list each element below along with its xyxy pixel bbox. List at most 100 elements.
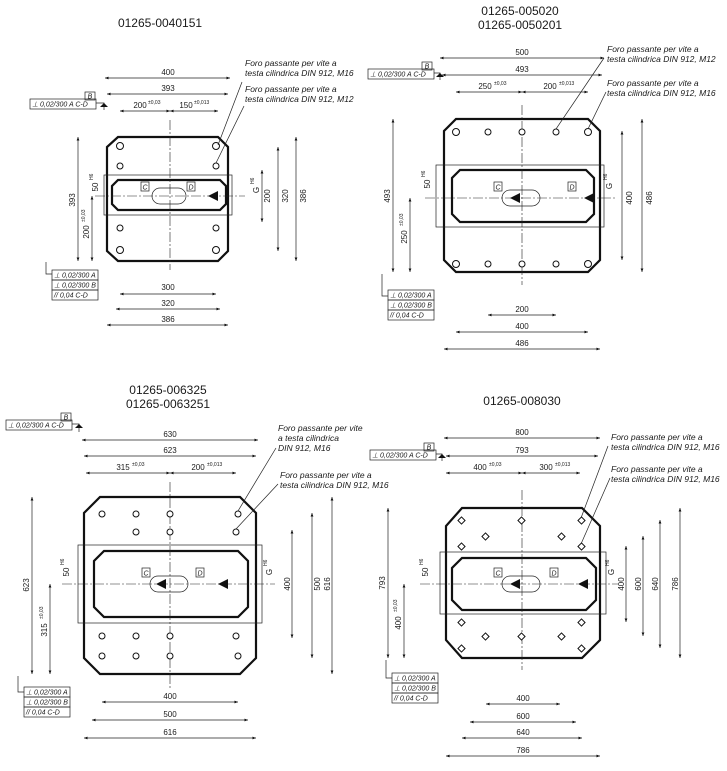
dim-left-height: 393: [68, 193, 77, 207]
dim-right-a: 200: [263, 189, 272, 203]
dim-top-inner: 393: [161, 84, 175, 93]
svg-text:// 0,04 C-D: // 0,04 C-D: [393, 696, 428, 703]
dim-hole-left: 250: [478, 82, 492, 91]
tolerance-frame-top: B ⊥ 0,02/300 A C-D: [5, 412, 83, 432]
svg-text:⊥ 0,02/300 A: ⊥ 0,02/300 A: [394, 676, 436, 683]
dim-hole-left-tol: ±0,03: [489, 462, 502, 468]
dim-thread: G: [607, 569, 616, 575]
plate-outline: [444, 506, 602, 660]
dim-bottom-b: 320: [161, 299, 175, 308]
dim-slot-tol: H6: [60, 558, 66, 565]
slot-frame: [450, 168, 596, 224]
hole-note-lower-line2: testa cilindrica DIN 912, M16: [607, 88, 716, 98]
hole-note-upper-line1: Foro passante per vite: [278, 423, 363, 433]
plate-outline: [105, 135, 230, 263]
dim-thread-tol: H6: [263, 559, 269, 566]
svg-text:⊥ 0,02/300 B: ⊥ 0,02/300 B: [390, 303, 432, 310]
dim-top-outer: 800: [515, 428, 529, 437]
dim-hole-left-tol: ±0,03: [494, 81, 507, 87]
hole-note-upper-line2: testa cilindrica DIN 912, M16: [611, 442, 720, 452]
svg-text:// 0,04 C-D: // 0,04 C-D: [389, 313, 424, 320]
svg-text:⊥ 0,02/300 A C-D: ⊥ 0,02/300 A C-D: [8, 423, 64, 430]
svg-text:B: B: [64, 415, 69, 422]
drawing-01265-008030: 01265-008030 Foro passante per vite a te…: [369, 394, 720, 758]
tolerance-top-text: ⊥ 0,02/300 A C-D: [32, 102, 88, 109]
reference-d: D: [195, 567, 205, 578]
dim-hole-right-tol: ±0,013: [555, 462, 570, 468]
plate-outline: [442, 117, 602, 274]
reference-c: C: [493, 567, 503, 578]
svg-text:D: D: [188, 185, 193, 192]
dim-left-offset-tol: ±0,03: [39, 606, 45, 619]
dim-bottom-d: 786: [516, 746, 530, 755]
dim-top-inner: 493: [515, 65, 529, 74]
dim-left-height: 493: [383, 189, 392, 203]
dim-hole-left-tol: ±0,03: [148, 100, 161, 106]
hole-note-upper-line2: a testa cilindrica: [278, 433, 339, 443]
hole-note-upper-line3: DIN 912, M16: [278, 443, 331, 453]
holes-grid: [116, 142, 220, 254]
dim-top-inner: 793: [515, 446, 529, 455]
drawing-code: 01265-005020: [481, 4, 559, 18]
dim-top-outer: 400: [161, 68, 175, 77]
dim-thread: G: [252, 187, 261, 193]
dim-right-c: 616: [323, 577, 332, 591]
tolerance-block: ⊥ 0,02/300 A ⊥ 0,02/300 B // 0,04 C-D: [17, 676, 71, 718]
dim-left-height: 793: [378, 576, 387, 590]
dim-thread-tol: H6: [603, 173, 609, 180]
tolerance-block: ⊥ 0,02/300 A ⊥ 0,02/300 B // 0,04 C-D: [45, 262, 99, 301]
holes-grid: [452, 128, 592, 268]
drawing-01265-0040151: 01265-0040151 Foro passante per vite a t…: [29, 16, 354, 327]
hole-note-lower-line2: testa cilindrica DIN 912, M12: [245, 94, 354, 104]
reference-c: C: [141, 567, 151, 578]
svg-text:// 0,04 C-D: // 0,04 C-D: [53, 293, 88, 300]
drawing-code: 01265-008030: [483, 394, 561, 408]
dim-bottom-a: 200: [515, 305, 529, 314]
drawing-code-alt: 01265-0050201: [478, 18, 562, 32]
dim-right-c: 640: [651, 577, 660, 591]
hole-note-lower-line1: Foro passante per vite a: [280, 470, 372, 480]
hole-note-upper-line2: testa cilindrica DIN 912, M16: [245, 68, 354, 78]
dim-bottom-a: 400: [516, 694, 530, 703]
dim-bottom-c: 640: [516, 728, 530, 737]
dim-bottom-c: 616: [163, 728, 177, 737]
tolerance-block: ⊥ 0,02/300 A ⊥ 0,02/300 B // 0,04 C-D: [381, 274, 435, 321]
svg-text:⊥ 0,02/300 A: ⊥ 0,02/300 A: [26, 690, 68, 697]
hole-note-lower-line2: testa cilindrica DIN 912, M16: [611, 474, 720, 484]
dim-bottom-b: 500: [163, 710, 177, 719]
svg-text:⊥ 0,02/300 A C-D: ⊥ 0,02/300 A C-D: [372, 453, 428, 460]
dim-left-offset-tol: ±0,03: [399, 213, 405, 226]
dim-slot-tol: H6: [89, 173, 95, 180]
hole-note-upper-line1: Foro passante per vite a: [245, 58, 337, 68]
hole-note-upper-line1: Foro passante per vite a: [607, 44, 699, 54]
holes-grid: [457, 516, 586, 653]
reference-d: D: [549, 567, 559, 578]
dim-slot: 50: [423, 179, 432, 188]
svg-text:⊥ 0,02/300 A: ⊥ 0,02/300 A: [54, 273, 96, 280]
dim-slot: 50: [421, 567, 430, 576]
dim-right-b: 486: [645, 191, 654, 205]
reference-c: C: [140, 181, 150, 192]
dim-hole-right: 200: [543, 82, 557, 91]
dim-left-offset: 400: [394, 616, 403, 630]
dim-right-d: 786: [671, 577, 680, 591]
dim-left-offset: 200: [82, 225, 91, 239]
tolerance-frame-top: B ⊥ 0,02/300 A C-D: [369, 442, 446, 461]
svg-text:C: C: [495, 185, 501, 192]
dim-slot: 50: [91, 182, 100, 191]
datum-b-label: B: [88, 94, 93, 101]
reference-c: C: [493, 181, 503, 192]
svg-text:B: B: [425, 64, 430, 71]
dim-bottom-a: 400: [163, 692, 177, 701]
hole-note-upper-line2: testa cilindrica DIN 912, M12: [607, 54, 716, 64]
svg-text:C: C: [143, 571, 149, 578]
dim-top-outer: 500: [515, 48, 529, 57]
holes-grid: [98, 510, 242, 660]
hole-note-upper-line1: Foro passante per vite a: [611, 432, 703, 442]
dim-slot-tol: H6: [419, 558, 425, 565]
svg-text:⊥ 0,02/300 B: ⊥ 0,02/300 B: [26, 700, 68, 707]
svg-text:D: D: [569, 185, 574, 192]
dim-hole-left-tol: ±0,03: [132, 462, 145, 468]
dim-right-a: 400: [625, 191, 634, 205]
